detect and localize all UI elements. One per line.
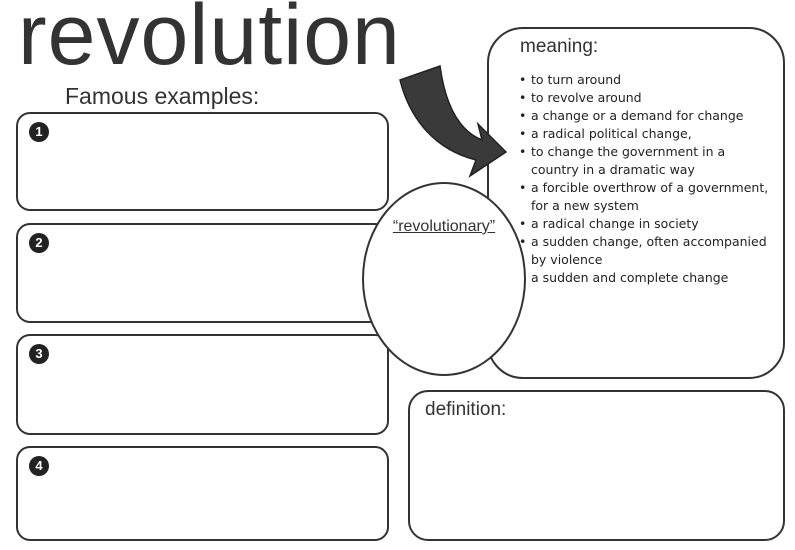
center-word: “revolutionary”	[392, 218, 496, 235]
definition-box[interactable]: definition:	[408, 390, 785, 541]
list-item: to change the government in a country in…	[519, 143, 769, 179]
example-box-3[interactable]: 3	[16, 334, 389, 435]
number-badge: 3	[29, 344, 49, 364]
list-item: a forcible overthrow of a government, fo…	[519, 179, 769, 215]
list-item: to revolve around	[519, 89, 769, 107]
meaning-label: meaning:	[520, 36, 599, 57]
example-box-1[interactable]: 1	[16, 112, 389, 211]
number-badge: 1	[29, 122, 49, 142]
meaning-box: meaning: to turn around to revolve aroun…	[487, 27, 785, 379]
list-item: a radical political change,	[519, 125, 769, 143]
number-badge: 2	[29, 233, 49, 253]
center-ellipse[interactable]: “revolutionary”	[362, 182, 526, 376]
example-box-4[interactable]: 4	[16, 446, 389, 541]
list-item: a sudden change, often accompanied by vi…	[519, 233, 769, 269]
list-item: to turn around	[519, 71, 769, 89]
worksheet-title: revolution	[18, 0, 401, 83]
list-item: a radical change in society	[519, 215, 769, 233]
number-badge: 4	[29, 456, 49, 476]
famous-examples-heading: Famous examples:	[65, 83, 260, 109]
definition-label: definition:	[425, 399, 507, 420]
list-item: a change or a demand for change	[519, 107, 769, 125]
meaning-list: to turn around to revolve around a chang…	[519, 71, 769, 287]
